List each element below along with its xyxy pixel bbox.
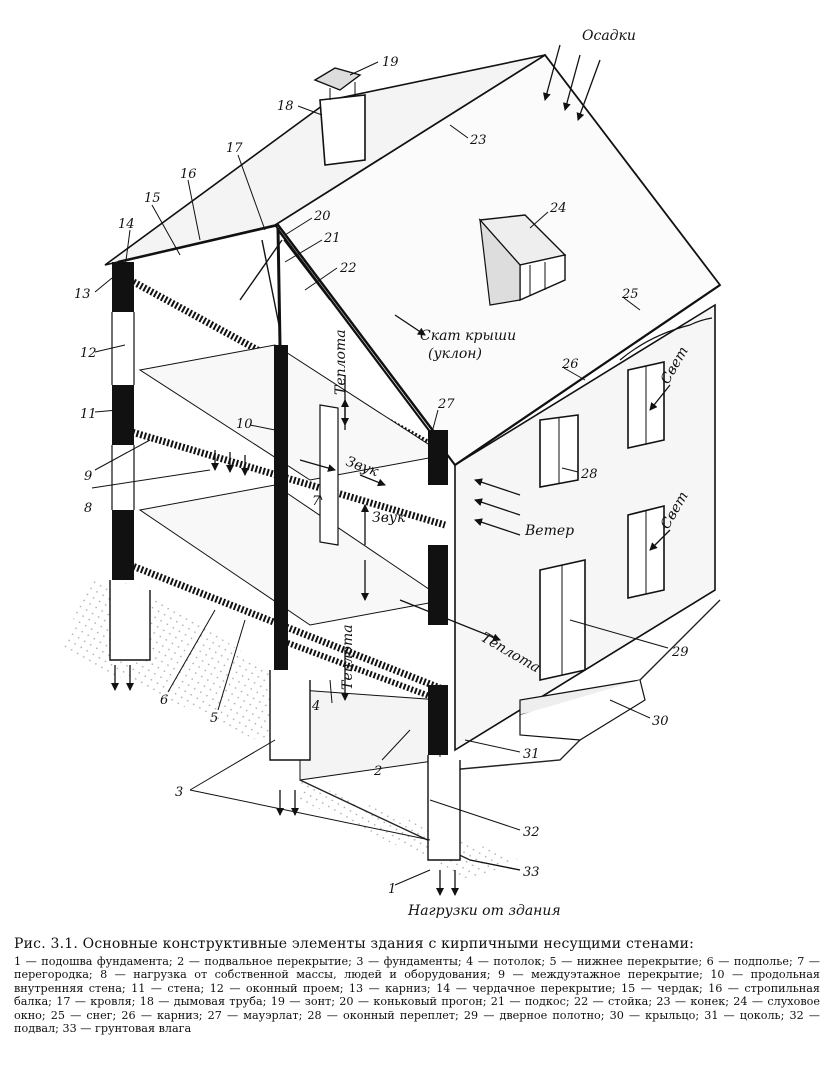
annotation-heat-3: Теплота bbox=[340, 624, 356, 690]
label-22: 22 bbox=[339, 261, 357, 276]
facade-windows bbox=[539, 361, 665, 599]
label-26: 26 bbox=[561, 357, 579, 372]
annotation-wind: Ветер bbox=[524, 523, 574, 539]
label-33: 33 bbox=[523, 865, 540, 880]
annotation-roof-slope-paren: (уклон) bbox=[428, 346, 482, 362]
entrance bbox=[519, 559, 646, 741]
figure-caption: Рис. 3.1. Основные конструктивные элемен… bbox=[14, 936, 820, 1035]
partition bbox=[319, 404, 339, 546]
leader-lines bbox=[91, 61, 669, 886]
annotation-sound-2: Звук bbox=[372, 510, 406, 526]
label-27: 27 bbox=[437, 397, 455, 412]
interior-wall bbox=[269, 345, 311, 761]
annotation-heat-1: Теплота bbox=[333, 329, 349, 395]
label-28: 28 bbox=[580, 467, 598, 482]
label-20: 20 bbox=[313, 209, 331, 224]
label-24: 24 bbox=[549, 201, 567, 216]
label-23: 23 bbox=[469, 133, 487, 148]
label-8: 8 bbox=[84, 501, 92, 516]
label-4: 4 bbox=[311, 699, 320, 714]
caption-legend: 1 — подошва фундамента; 2 — подвальное п… bbox=[14, 955, 820, 1036]
label-1: 1 bbox=[388, 882, 396, 897]
right-wall-section bbox=[427, 430, 461, 861]
roof-truss bbox=[117, 223, 441, 441]
building-diagram: Осадки Скат крыши (уклон) Теплота Теплот… bbox=[60, 28, 722, 919]
label-11: 11 bbox=[80, 407, 97, 422]
label-12: 12 bbox=[80, 346, 97, 361]
label-3: 3 bbox=[175, 785, 183, 800]
annotation-building-loads: Нагрузки от здания bbox=[407, 903, 561, 919]
left-wall-section bbox=[109, 262, 151, 661]
label-29: 29 bbox=[671, 645, 689, 660]
label-25: 25 bbox=[621, 287, 639, 302]
label-14: 14 bbox=[118, 217, 135, 232]
label-30: 30 bbox=[652, 714, 669, 729]
label-15: 15 bbox=[144, 191, 161, 206]
number-labels: 1 2 3 4 5 6 7 8 9 10 11 12 13 14 15 16 1… bbox=[74, 55, 689, 897]
label-6: 6 bbox=[160, 693, 168, 708]
label-2: 2 bbox=[373, 764, 382, 779]
label-16: 16 bbox=[180, 167, 197, 182]
label-17: 17 bbox=[226, 141, 243, 156]
chimney bbox=[313, 67, 366, 166]
label-9: 9 bbox=[84, 469, 92, 484]
effect-arrows bbox=[111, 44, 671, 896]
annotation-roof-slope: Скат крыши bbox=[420, 328, 516, 344]
label-18: 18 bbox=[277, 99, 294, 114]
label-13: 13 bbox=[74, 287, 91, 302]
label-32: 32 bbox=[523, 825, 540, 840]
caption-title: Рис. 3.1. Основные конструктивные элемен… bbox=[14, 936, 695, 952]
label-19: 19 bbox=[382, 55, 399, 70]
dormer-window bbox=[478, 214, 567, 306]
label-10: 10 bbox=[236, 417, 253, 432]
label-7: 7 bbox=[312, 494, 321, 509]
label-5: 5 bbox=[210, 711, 218, 726]
label-21: 21 bbox=[323, 231, 341, 246]
annotation-precipitation: Осадки bbox=[582, 28, 636, 44]
label-31: 31 bbox=[523, 747, 540, 762]
